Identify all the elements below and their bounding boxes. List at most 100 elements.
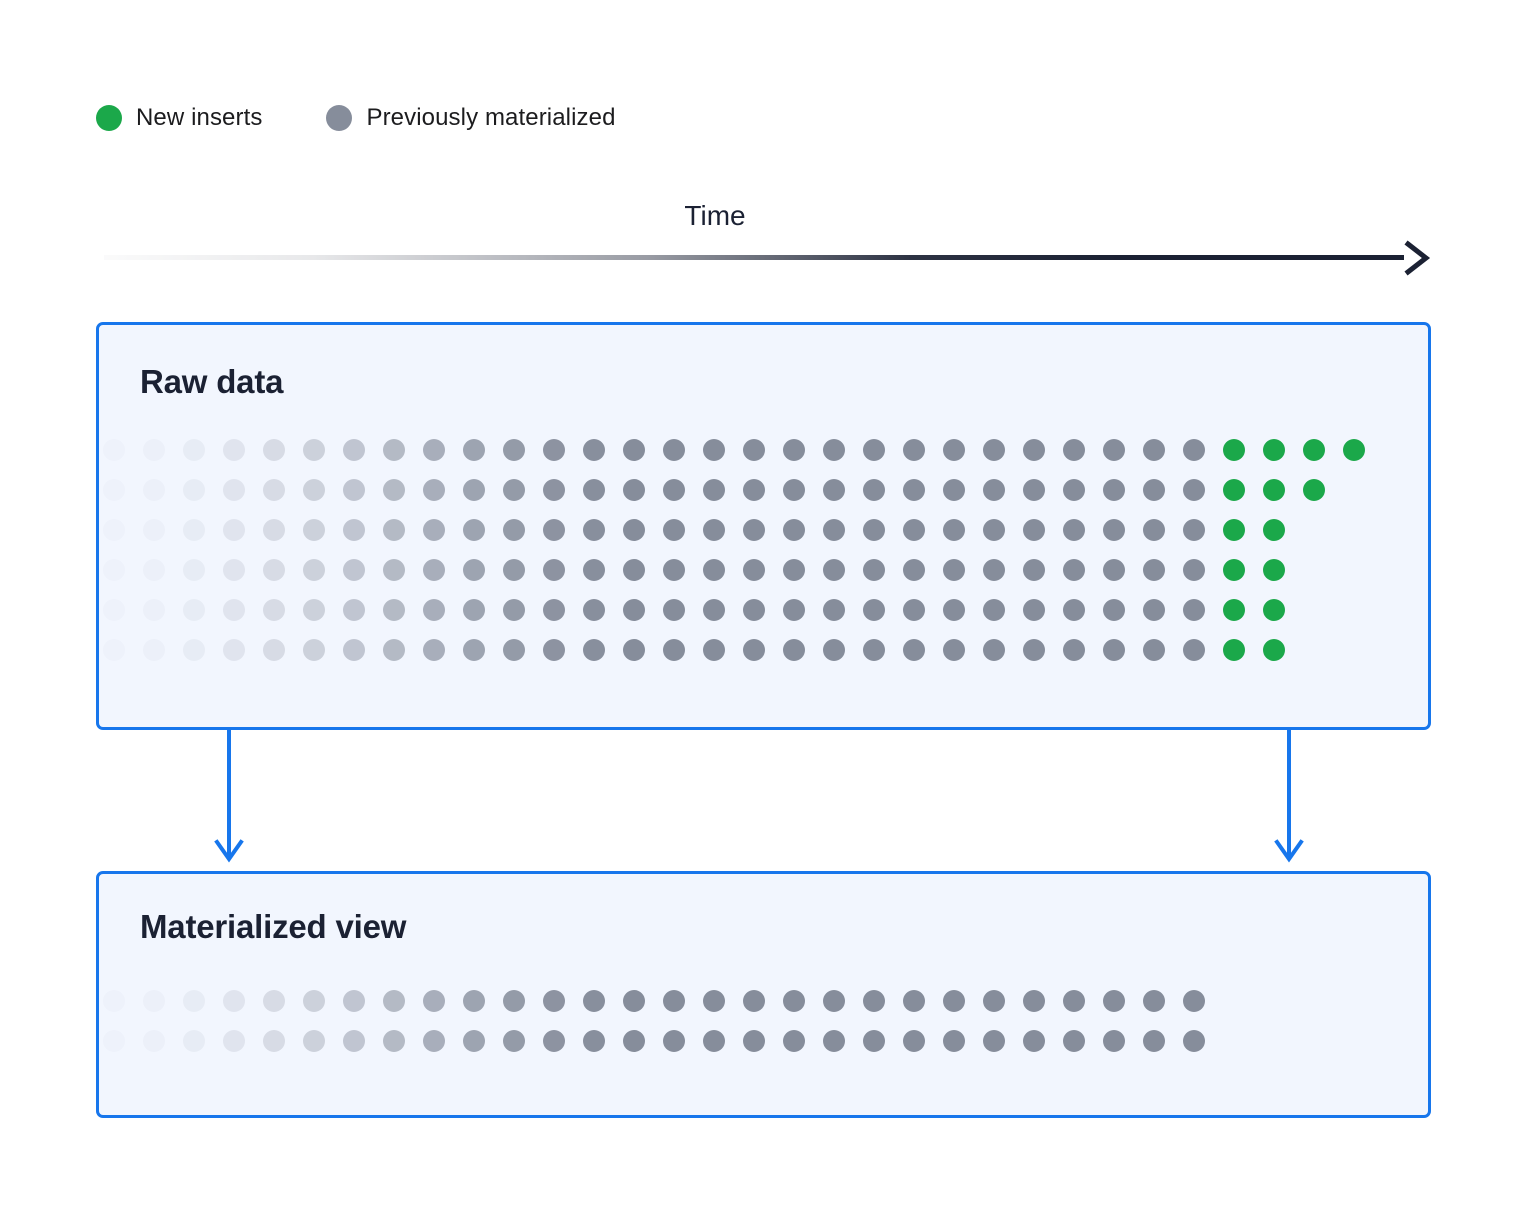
data-dot-previously-materialized	[1023, 519, 1045, 541]
data-dot-previously-materialized	[143, 639, 165, 661]
data-dot-previously-materialized	[423, 439, 445, 461]
data-dot-previously-materialized	[463, 519, 485, 541]
data-dot-previously-materialized	[503, 479, 525, 501]
data-dot-previously-materialized	[223, 990, 245, 1012]
data-dot-previously-materialized	[543, 559, 565, 581]
data-dot-previously-materialized	[703, 1030, 725, 1052]
data-dot-previously-materialized	[1183, 559, 1205, 581]
data-dot-previously-materialized	[1183, 519, 1205, 541]
data-dot-previously-materialized	[263, 439, 285, 461]
data-dot-previously-materialized	[583, 439, 605, 461]
data-dot-previously-materialized	[623, 519, 645, 541]
data-dot-previously-materialized	[983, 559, 1005, 581]
time-axis-line	[104, 255, 1404, 260]
data-dot-previously-materialized	[623, 439, 645, 461]
data-dot-previously-materialized	[663, 639, 685, 661]
data-dot-previously-materialized	[503, 990, 525, 1012]
data-dot-previously-materialized	[703, 439, 725, 461]
data-dot-previously-materialized	[863, 519, 885, 541]
data-dot-previously-materialized	[863, 639, 885, 661]
materialized-view-title: Materialized view	[140, 908, 407, 945]
data-dot-previously-materialized	[783, 559, 805, 581]
data-dot-previously-materialized	[303, 479, 325, 501]
data-dot-previously-materialized	[743, 1030, 765, 1052]
data-dot-previously-materialized	[1143, 990, 1165, 1012]
data-dot-previously-materialized	[503, 639, 525, 661]
data-dot-new-insert	[1223, 439, 1245, 461]
data-dot-previously-materialized	[623, 599, 645, 621]
data-dot-previously-materialized	[183, 479, 205, 501]
data-dot-previously-materialized	[103, 479, 125, 501]
data-dot-previously-materialized	[1023, 559, 1045, 581]
data-dot-previously-materialized	[983, 599, 1005, 621]
data-dot-previously-materialized	[103, 439, 125, 461]
data-dot-previously-materialized	[1143, 639, 1165, 661]
data-dot-previously-materialized	[703, 519, 725, 541]
data-dot-previously-materialized	[663, 479, 685, 501]
data-dot-previously-materialized	[703, 639, 725, 661]
data-dot-previously-materialized	[1183, 639, 1205, 661]
data-dot-new-insert	[1223, 639, 1245, 661]
data-dot-previously-materialized	[343, 439, 365, 461]
data-dot-previously-materialized	[903, 559, 925, 581]
data-dot-previously-materialized	[103, 990, 125, 1012]
data-dot-previously-materialized	[423, 559, 445, 581]
data-dot-previously-materialized	[143, 599, 165, 621]
data-dot-previously-materialized	[743, 519, 765, 541]
data-dot-previously-materialized	[583, 519, 605, 541]
data-dot-previously-materialized	[1023, 639, 1045, 661]
data-dot-previously-materialized	[1103, 559, 1125, 581]
data-dot-previously-materialized	[623, 990, 645, 1012]
data-dot-previously-materialized	[583, 639, 605, 661]
data-dot-previously-materialized	[743, 990, 765, 1012]
data-dot-previously-materialized	[223, 559, 245, 581]
data-dot-previously-materialized	[583, 1030, 605, 1052]
data-dot-previously-materialized	[1183, 599, 1205, 621]
data-dot-previously-materialized	[863, 1030, 885, 1052]
data-dot-previously-materialized	[823, 519, 845, 541]
data-dot-previously-materialized	[1063, 1030, 1085, 1052]
data-dot-previously-materialized	[943, 599, 965, 621]
data-dot-previously-materialized	[423, 639, 445, 661]
data-dot-previously-materialized	[303, 1030, 325, 1052]
data-dot-previously-materialized	[463, 599, 485, 621]
data-dot-previously-materialized	[303, 599, 325, 621]
data-dot-new-insert	[1263, 559, 1285, 581]
data-dot-previously-materialized	[463, 439, 485, 461]
data-dot-previously-materialized	[383, 599, 405, 621]
data-dot-previously-materialized	[663, 559, 685, 581]
data-dot-previously-materialized	[823, 439, 845, 461]
data-dot-previously-materialized	[863, 990, 885, 1012]
data-dot-previously-materialized	[263, 559, 285, 581]
data-dot-new-insert	[1263, 599, 1285, 621]
data-dot-previously-materialized	[383, 519, 405, 541]
data-dot-previously-materialized	[543, 479, 565, 501]
data-dot-previously-materialized	[343, 519, 365, 541]
data-dot-previously-materialized	[543, 990, 565, 1012]
data-dot-previously-materialized	[183, 519, 205, 541]
data-dot-previously-materialized	[903, 519, 925, 541]
data-dot-previously-materialized	[783, 639, 805, 661]
data-dot-previously-materialized	[1183, 439, 1205, 461]
data-dot-new-insert	[1303, 439, 1325, 461]
data-dot-previously-materialized	[983, 479, 1005, 501]
data-dot-new-insert	[1223, 599, 1245, 621]
data-dot-previously-materialized	[783, 519, 805, 541]
data-dot-previously-materialized	[1143, 599, 1165, 621]
data-dot-previously-materialized	[1063, 599, 1085, 621]
data-dot-previously-materialized	[463, 479, 485, 501]
data-dot-previously-materialized	[823, 1030, 845, 1052]
data-dot-previously-materialized	[503, 599, 525, 621]
data-dot-previously-materialized	[663, 1030, 685, 1052]
data-dot-previously-materialized	[783, 479, 805, 501]
data-dot-previously-materialized	[183, 990, 205, 1012]
data-dot-previously-materialized	[263, 479, 285, 501]
data-dot-previously-materialized	[583, 559, 605, 581]
data-dot-previously-materialized	[143, 519, 165, 541]
legend-item-previously-materialized: Previously materialized	[326, 104, 615, 132]
data-dot-previously-materialized	[983, 519, 1005, 541]
data-dot-previously-materialized	[103, 1030, 125, 1052]
data-dot-previously-materialized	[263, 519, 285, 541]
data-dot-previously-materialized	[383, 439, 405, 461]
data-dot-previously-materialized	[543, 519, 565, 541]
